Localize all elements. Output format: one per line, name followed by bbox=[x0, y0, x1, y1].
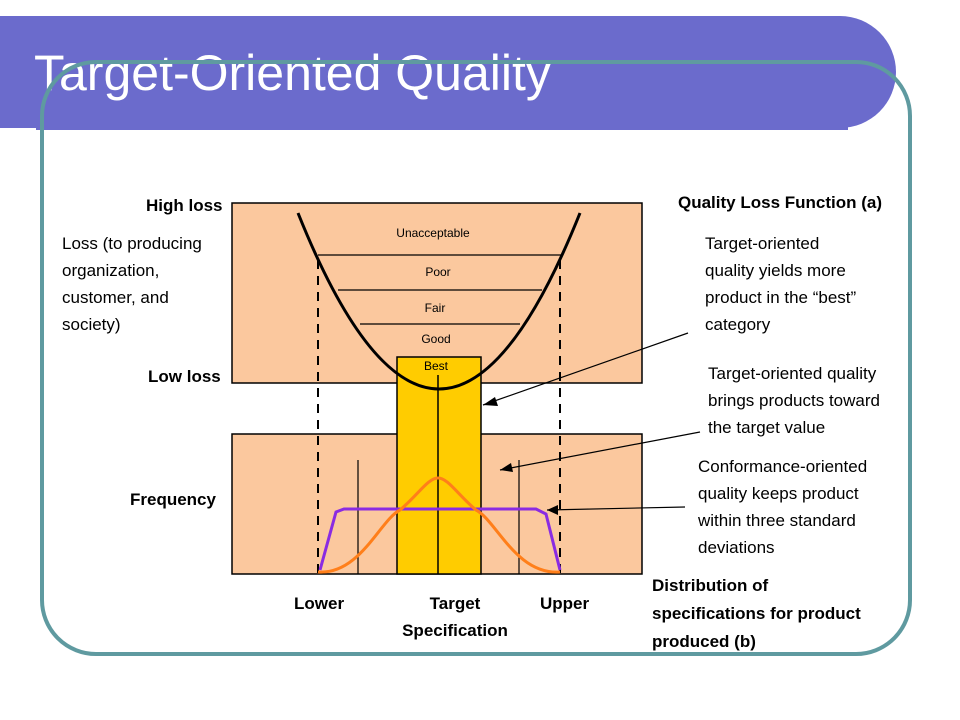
title-bar bbox=[0, 16, 896, 128]
annotation-line: category bbox=[705, 315, 771, 334]
distribution-title: Distribution of specifications for produ… bbox=[652, 572, 861, 656]
quality-loss-function-title: Quality Loss Function (a) bbox=[678, 193, 883, 212]
annotation-line: Target-oriented quality bbox=[708, 364, 877, 383]
category-best: Best bbox=[424, 359, 449, 373]
loss-description-line: Loss (to producing bbox=[62, 234, 202, 253]
pointer-conformance bbox=[546, 506, 686, 511]
loss-description-line: customer, and bbox=[62, 288, 169, 307]
category-poor: Poor bbox=[425, 265, 450, 279]
slide-frame bbox=[40, 60, 912, 656]
loss-description-line: society) bbox=[62, 315, 121, 334]
high-loss-label: High loss bbox=[146, 196, 223, 215]
distribution-title-line: produced (b) bbox=[652, 632, 756, 651]
conformance-curve bbox=[318, 507, 562, 571]
toward-target-annotation: Target-oriented quality brings products … bbox=[708, 360, 880, 441]
frequency-label: Frequency bbox=[130, 490, 216, 509]
annotation-line: Conformance-oriented bbox=[698, 457, 868, 476]
target-curve bbox=[317, 476, 561, 574]
annotation-line: Target-oriented bbox=[705, 234, 820, 253]
category-fair: Fair bbox=[425, 301, 446, 315]
upper-spec-label: Upper bbox=[540, 594, 590, 613]
category-unacceptable: Unacceptable bbox=[396, 226, 470, 240]
best-category-annotation: Target-oriented quality yields more prod… bbox=[705, 230, 856, 338]
annotation-line: the target value bbox=[708, 418, 826, 437]
pointer-best bbox=[482, 332, 689, 406]
distribution-title-line: Distribution of bbox=[652, 576, 769, 595]
loss-description-line: organization, bbox=[62, 261, 160, 280]
loss-panel bbox=[231, 202, 643, 384]
target-label: Target bbox=[429, 594, 481, 613]
annotation-line: within three standard bbox=[698, 511, 856, 530]
pointer-target bbox=[499, 431, 701, 471]
annotation-line: product in the “best” bbox=[705, 288, 857, 307]
annotation-line: quality keeps product bbox=[698, 484, 859, 503]
quality-loss-curve bbox=[296, 212, 582, 391]
low-loss-label: Low loss bbox=[148, 367, 221, 386]
title-underline bbox=[36, 126, 848, 130]
category-good: Good bbox=[421, 332, 450, 346]
specification-label: Specification bbox=[402, 621, 508, 640]
pointer-target-head bbox=[500, 463, 513, 472]
annotation-line: quality yields more bbox=[705, 261, 846, 280]
best-band bbox=[396, 356, 482, 575]
conformance-annotation: Conformance-oriented quality keeps produ… bbox=[698, 453, 867, 561]
page-title: Target-Oriented Quality bbox=[34, 45, 551, 101]
annotation-line: brings products toward bbox=[708, 391, 880, 410]
pointer-conformance-head bbox=[547, 505, 558, 515]
lower-spec-label: Lower bbox=[294, 594, 345, 613]
annotation-line: deviations bbox=[698, 538, 775, 557]
pointer-best-head bbox=[483, 397, 498, 406]
target-spec-label: Target Specification bbox=[390, 590, 520, 644]
distribution-title-line: specifications for product bbox=[652, 604, 861, 623]
loss-description: Loss (to producing organization, custome… bbox=[62, 230, 202, 338]
